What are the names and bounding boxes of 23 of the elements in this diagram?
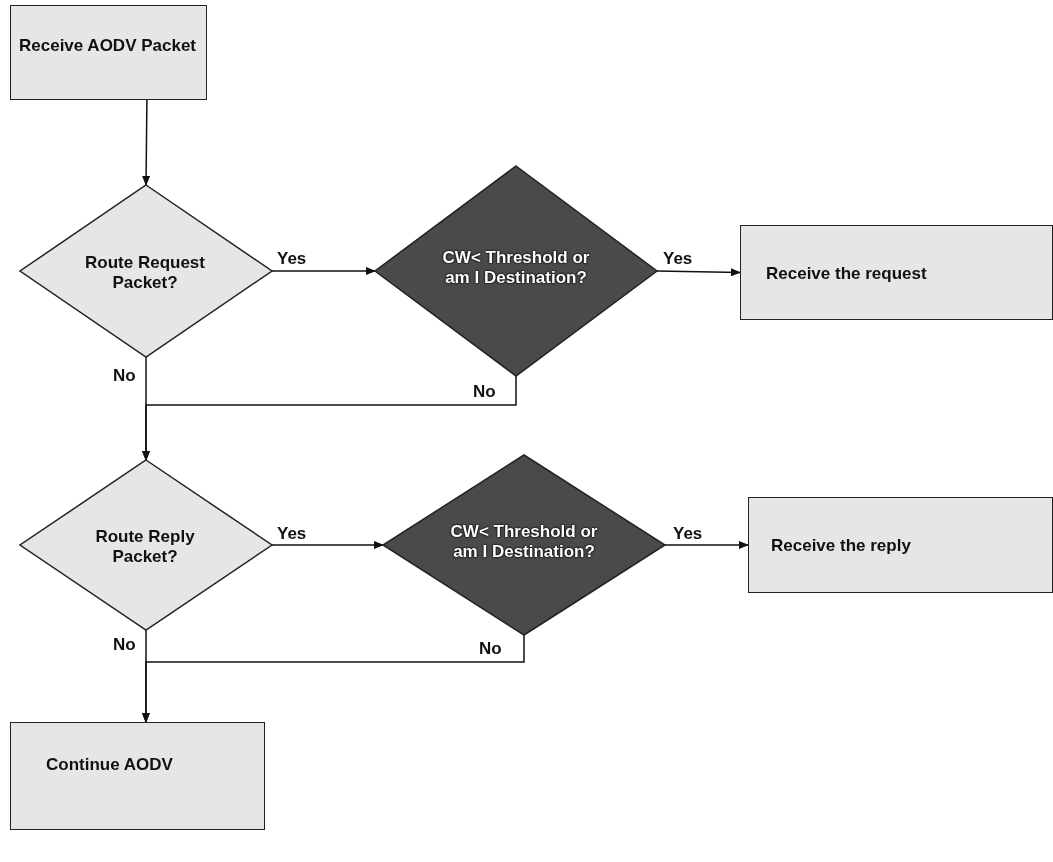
node-label: Route Request Packet? (84, 253, 206, 293)
process-box (10, 5, 207, 100)
node-label: Route Reply Packet? (94, 527, 196, 567)
node-label: Receive the request (766, 264, 928, 284)
arrow (142, 99, 151, 186)
process-box (740, 225, 1053, 320)
node-label: CW< Threshold or am I Destination? (449, 522, 599, 562)
arrow (664, 541, 749, 549)
arrow (142, 375, 517, 461)
decision-diamond (383, 455, 665, 635)
process-box (10, 722, 265, 830)
process-box (748, 497, 1053, 593)
decision-diamond (375, 166, 657, 376)
arrow (656, 268, 741, 277)
node-label: Receive AODV Packet (19, 36, 198, 56)
arrow (271, 267, 376, 275)
node-label: Continue AODV (46, 755, 174, 775)
decision-diamond (20, 185, 272, 357)
node-label: Receive the reply (771, 536, 912, 556)
node-label: CW< Threshold or am I Destination? (441, 248, 591, 288)
arrow (271, 541, 384, 549)
arrow (141, 634, 525, 723)
decision-diamond (20, 460, 272, 630)
